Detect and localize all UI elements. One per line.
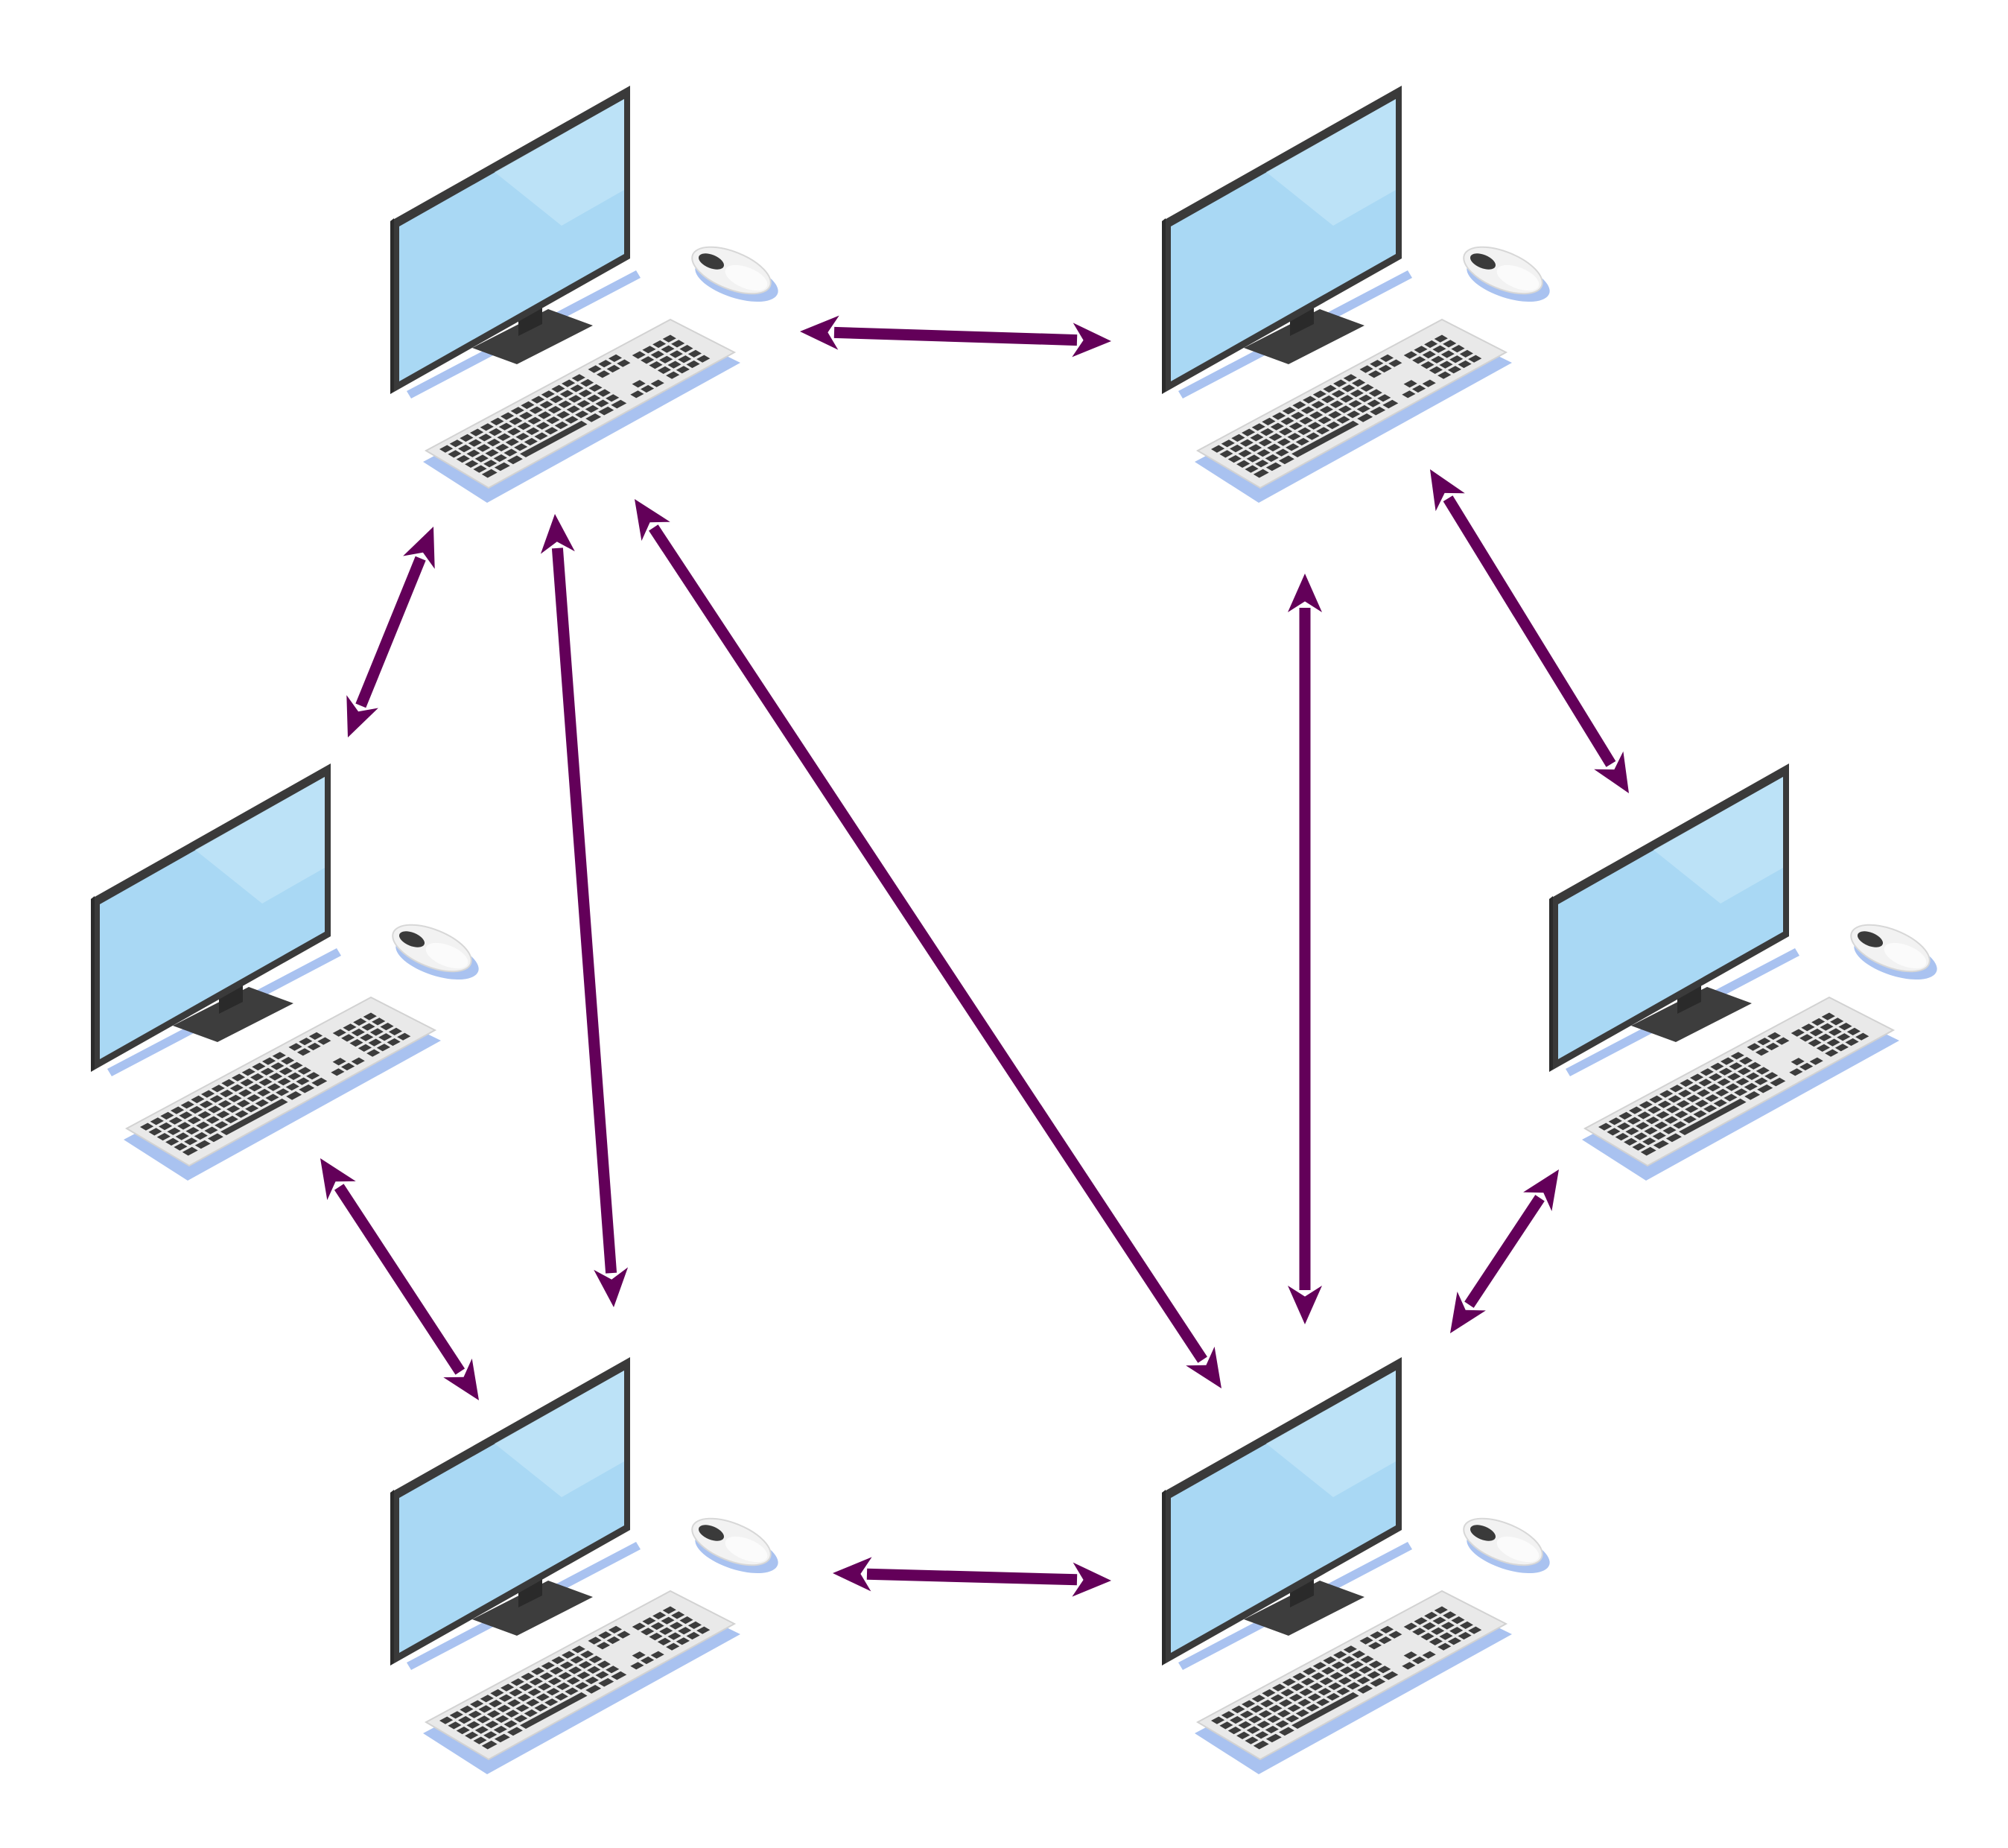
arrowhead-end bbox=[1288, 1286, 1322, 1324]
keyboard-keys bbox=[1211, 334, 1482, 478]
monitor bbox=[91, 763, 331, 1072]
keyboard-icon bbox=[1195, 1590, 1512, 1774]
arrowhead-end bbox=[1072, 323, 1111, 358]
link-shaft bbox=[866, 1568, 1078, 1586]
computer-middle-right bbox=[1549, 763, 1937, 1181]
desktop-computer-icon bbox=[1162, 1357, 1550, 1774]
desktop-computer-icon bbox=[91, 763, 479, 1181]
link-arrow-top-left-to-top-right bbox=[800, 315, 1111, 358]
arrowhead-start bbox=[800, 315, 839, 350]
arrowhead-start bbox=[1288, 574, 1322, 612]
links-layer bbox=[320, 315, 1629, 1597]
keyboard-keys bbox=[1598, 1012, 1869, 1156]
desktop-computer-icon bbox=[390, 1357, 778, 1774]
arrowhead-start bbox=[635, 499, 670, 542]
link-arrow-top-right-to-bottom-right bbox=[1288, 574, 1322, 1324]
mouse-icon bbox=[1463, 246, 1550, 302]
keyboard-icon bbox=[124, 996, 441, 1181]
keyboard-icon bbox=[1582, 996, 1899, 1181]
arrowhead-end bbox=[1072, 1562, 1111, 1597]
link-arrow-middle-left-to-bottom-left bbox=[320, 1158, 479, 1400]
link-arrow-middle-right-to-bottom-right bbox=[1450, 1169, 1559, 1333]
desktop-computer-icon bbox=[1549, 763, 1937, 1181]
keyboard-keys bbox=[439, 1606, 711, 1750]
computer-top-right bbox=[1162, 86, 1550, 503]
link-arrow-top-left-to-middle-left bbox=[346, 527, 435, 737]
computer-bottom-right bbox=[1162, 1357, 1550, 1774]
arrowhead-start bbox=[833, 1557, 872, 1592]
mouse-icon bbox=[1463, 1517, 1550, 1574]
link-arrow-top-left-to-bottom-left bbox=[540, 514, 629, 1307]
arrowhead-end bbox=[346, 695, 378, 737]
arrowhead-end bbox=[594, 1267, 629, 1307]
keyboard-keys bbox=[1211, 1606, 1482, 1750]
monitor bbox=[390, 1357, 630, 1666]
computer-bottom-left bbox=[390, 1357, 778, 1774]
link-arrow-bottom-left-to-bottom-right bbox=[833, 1557, 1111, 1597]
nodes-layer bbox=[91, 86, 1937, 1774]
arrowhead-end bbox=[443, 1358, 479, 1400]
arrowhead-end bbox=[1450, 1292, 1486, 1333]
arrowhead-start bbox=[1430, 469, 1465, 512]
link-arrow-top-right-to-middle-right bbox=[1430, 469, 1629, 793]
arrowhead-start bbox=[403, 527, 435, 569]
link-shaft bbox=[551, 547, 617, 1274]
keyboard-keys bbox=[140, 1012, 411, 1156]
keyboard-icon bbox=[1195, 318, 1512, 503]
link-shaft bbox=[649, 524, 1207, 1363]
keyboard-icon bbox=[423, 1590, 740, 1774]
link-shaft bbox=[355, 556, 426, 708]
keyboard-icon bbox=[423, 318, 740, 503]
link-shaft bbox=[1464, 1195, 1545, 1308]
link-shaft bbox=[1443, 495, 1616, 767]
link-shaft bbox=[334, 1184, 466, 1375]
monitor bbox=[1162, 86, 1402, 394]
mouse-icon bbox=[691, 246, 778, 302]
arrowhead-end bbox=[1594, 751, 1629, 793]
desktop-computer-icon bbox=[390, 86, 778, 503]
arrowhead-start bbox=[540, 514, 575, 554]
computer-top-left bbox=[390, 86, 778, 503]
monitor bbox=[390, 86, 630, 394]
keyboard-keys bbox=[439, 334, 711, 478]
arrowhead-end bbox=[1186, 1346, 1221, 1388]
link-shaft bbox=[833, 326, 1078, 346]
mouse-icon bbox=[392, 924, 479, 980]
monitor bbox=[1162, 1357, 1402, 1666]
arrowhead-start bbox=[320, 1158, 356, 1201]
computer-middle-left bbox=[91, 763, 479, 1181]
monitor bbox=[1549, 763, 1789, 1072]
link-arrow-top-left-to-bottom-right bbox=[635, 499, 1221, 1388]
desktop-computer-icon bbox=[1162, 86, 1550, 503]
arrowhead-start bbox=[1523, 1169, 1559, 1211]
mouse-icon bbox=[1850, 924, 1937, 980]
mouse-icon bbox=[691, 1517, 778, 1574]
